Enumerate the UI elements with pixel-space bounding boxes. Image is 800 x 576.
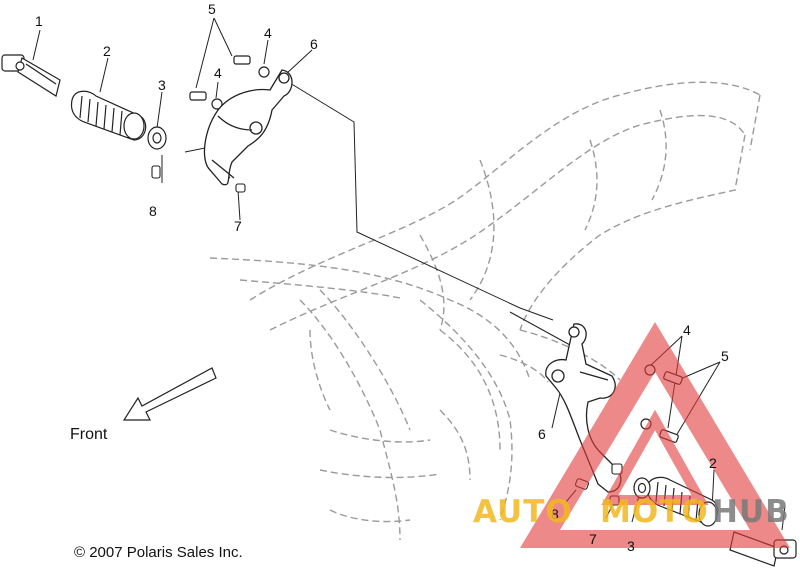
callout-6-bottom: 6 (538, 426, 546, 442)
callout-5-bottom: 5 (721, 348, 729, 364)
part-6-bracket-top (203, 69, 293, 186)
watermark-moto: MOTO (600, 494, 709, 530)
watermark-triangle (520, 322, 790, 548)
front-arrow (122, 367, 217, 421)
front-label: Front (70, 426, 108, 443)
callout-2-bottom: 2 (709, 455, 717, 471)
part-5-bolts-top (189, 55, 251, 101)
callout-1: 1 (35, 13, 43, 29)
part-2-footpeg (70, 90, 147, 141)
callout-8-bottom: 8 (551, 506, 559, 522)
callout-5: 5 (208, 1, 216, 17)
watermark-hub: HUB (712, 494, 790, 530)
callout-7-bottom: 7 (589, 531, 597, 547)
callout-7: 7 (234, 218, 242, 234)
callout-3: 3 (158, 77, 166, 93)
part-4-washers-top (211, 66, 270, 110)
callout-2: 2 (103, 43, 111, 59)
part-7-8-screws-top (151, 165, 246, 193)
callout-4: 4 (264, 25, 272, 41)
watermark-auto: AUTO (473, 494, 573, 530)
watermark-logo (520, 322, 790, 548)
part-1-pin (1, 54, 61, 97)
part-3-washer (147, 126, 167, 150)
frame-outline (209, 81, 761, 541)
callout-8: 8 (149, 203, 157, 219)
callout-4-lower: 4 (214, 65, 222, 81)
callout-6: 6 (310, 36, 318, 52)
callout-4-bottom: 4 (683, 322, 691, 338)
callout-3-bottom: 3 (627, 538, 635, 554)
copyright-notice: © 2007 Polaris Sales Inc. (74, 544, 243, 561)
part-3-washer-bottom (633, 477, 651, 499)
